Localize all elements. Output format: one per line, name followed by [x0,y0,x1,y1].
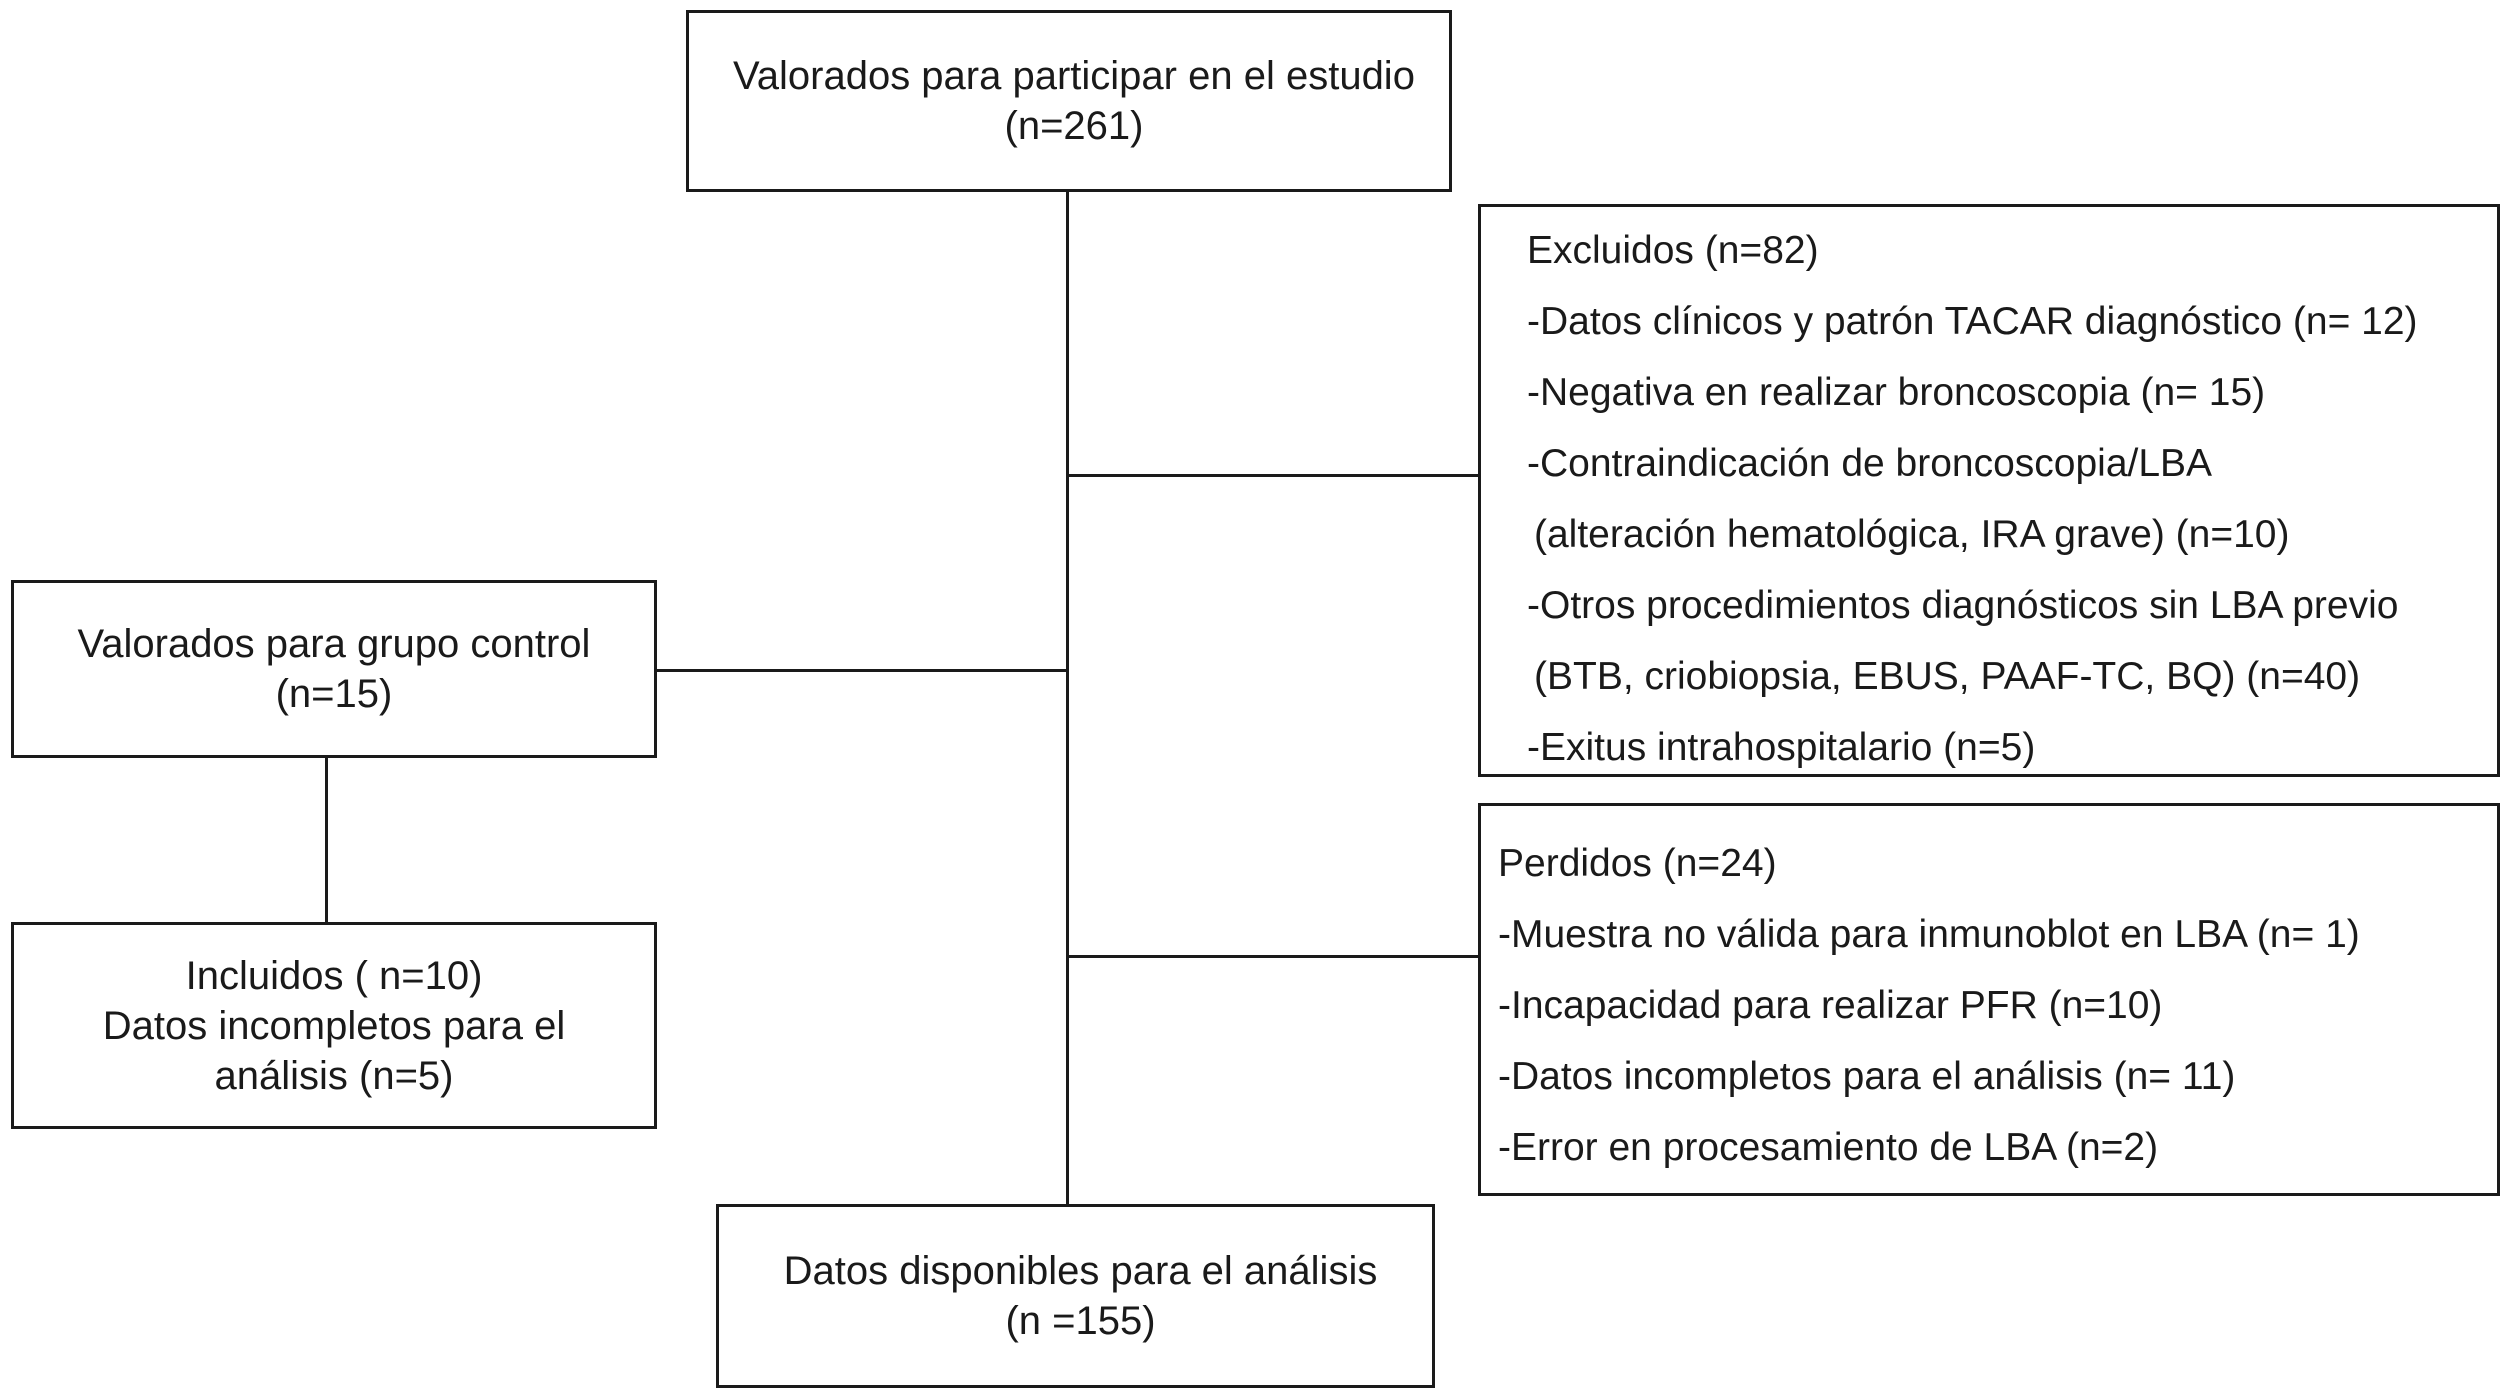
assessed-box: Valorados para participar en el estudio … [686,10,1452,192]
lost-box: Perdidos (n=24) -Muestra no válida para … [1478,803,2500,1196]
included-incomplete-line1: Datos incompletos para el [102,1003,566,1048]
available-title: Datos disponibles para el análisis [783,1249,1378,1293]
available-data-box: Datos disponibles para el análisis (n =1… [716,1204,1435,1388]
assessed-count: (n=261) [1004,104,1144,148]
excluded-item: -Negativa en realizar broncoscopia (n= 1… [1527,371,2266,414]
lost-item: -Error en procesamiento de LBA (n=2) [1498,1126,2159,1169]
lost-item: -Datos incompletos para el análisis (n= … [1498,1055,2236,1098]
excluded-item: -Otros procedimientos diagnósticos sin L… [1527,584,2399,627]
control-group-title: Valorados para grupo control [77,622,591,666]
control-branch-connector [655,669,1068,672]
control-group-count: (n=15) [275,672,393,716]
excluded-box: Excluidos (n=82) -Datos clínicos y patró… [1478,204,2500,777]
control-group-box: Valorados para grupo control (n=15) [11,580,657,758]
excluded-item-continuation: (BTB, criobiopsia, EBUS, PAAF-TC, BQ) (n… [1534,655,2361,698]
available-count: (n =155) [1005,1299,1156,1343]
excluded-item: -Contraindicación de broncoscopia/LBA [1527,442,2213,485]
lost-branch-connector [1066,955,1480,958]
excluded-branch-connector [1066,474,1480,477]
included-incomplete-line2: análisis (n=5) [214,1053,454,1098]
lost-item: -Incapacidad para realizar PFR (n=10) [1498,984,2163,1027]
excluded-item: -Exitus intrahospitalario (n=5) [1527,726,2036,769]
included-box: Incluidos ( n=10) Datos incompletos para… [11,922,657,1129]
lost-header: Perdidos (n=24) [1498,842,1777,885]
included-count: Incluidos ( n=10) [185,953,483,998]
control-to-included-connector [325,756,328,924]
excluded-item: -Datos clínicos y patrón TACAR diagnósti… [1527,300,2418,343]
lost-item: -Muestra no válida para inmunoblot en LB… [1498,913,2360,956]
assessed-title: Valorados para participar en el estudio [733,54,1415,98]
excluded-header: Excluidos (n=82) [1527,229,1819,272]
excluded-item-continuation: (alteración hematológica, IRA grave) (n=… [1534,513,2290,556]
main-vertical-connector [1066,190,1069,1206]
